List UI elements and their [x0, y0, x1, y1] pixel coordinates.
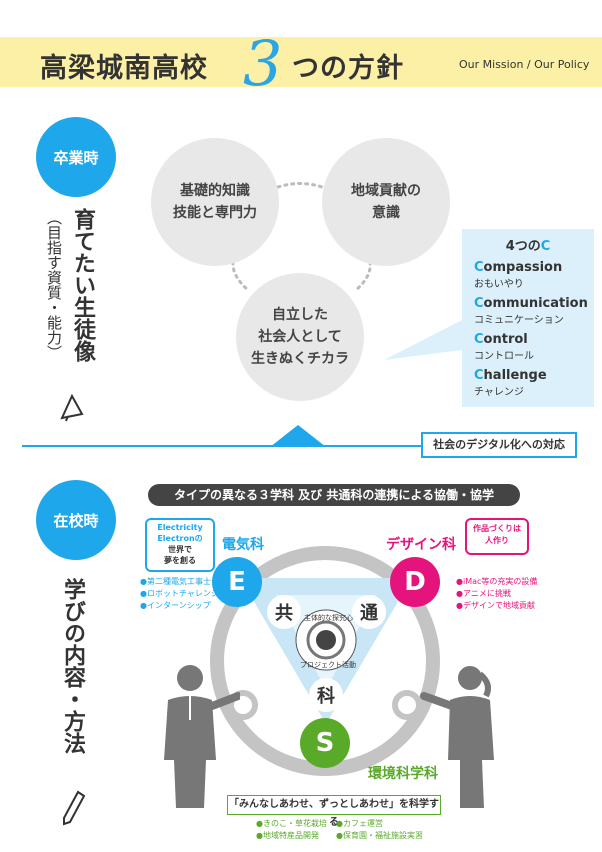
circle-community: 地域貢献の 意識 [322, 138, 450, 266]
env-bullet-3: ●地域特産品開発 [256, 831, 319, 840]
env-bullet-1: ●きのこ・草花栽培 [256, 819, 327, 828]
circle-knowledge: 基礎的知識 技能と専門力 [151, 138, 279, 266]
section2-title: 学びの内容・方法 [60, 578, 85, 754]
four-c-control-sub: コントロール [474, 351, 534, 362]
badge-graduation: 卒業時 [36, 117, 116, 197]
env-slogan-box: 「みんなしあわせ、ずっとしあわせ」を科学する [227, 795, 441, 828]
badge-in-school: 在校時 [36, 480, 116, 560]
circle-independence-text: 自立した 社会人として 生きぬくチカラ [251, 307, 349, 367]
four-c-challenge-sub: チャレンジ [474, 387, 524, 398]
page-subtitle: Our Mission / Our Policy [459, 58, 590, 71]
common-char-2: 通 [352, 595, 386, 629]
electric-bubble: Electricity Electronの 世界で 夢を創る [145, 518, 215, 572]
page-title-left: 高梁城南高校 [40, 53, 208, 84]
circle-independence: 自立した 社会人として 生きぬくチカラ [236, 273, 364, 401]
section-divider [22, 445, 425, 447]
env-icon: S [300, 718, 350, 768]
common-char-3: 科 [309, 678, 343, 712]
section1-title: 育てたい生徒像 [70, 208, 95, 362]
four-c-compassion-sub: おもいやり [474, 279, 524, 290]
digital-society-box: 社会のデジタル化への対応 [421, 432, 577, 458]
design-bubble: 作品づくりは 人作り [465, 518, 529, 555]
page-title-right: つの方針 [292, 53, 404, 84]
env-bullet-2: ●カフェ運営 [336, 819, 383, 828]
env-label: 環境科学科 [368, 766, 438, 782]
megaphone-icon [60, 393, 84, 422]
env-bullet-4: ●保育園・福祉施設実習 [336, 831, 423, 840]
electric-bullet-2: ●ロボットチャレンジ [140, 589, 219, 598]
circle-community-text: 地域貢献の 意識 [351, 183, 421, 221]
speech-pointer [384, 320, 462, 360]
divider-triangle [270, 425, 326, 447]
common-char-1: 共 [267, 595, 301, 629]
circle-knowledge-text: 基礎的知識 技能と専門力 [173, 183, 257, 221]
four-c-control: Control [474, 332, 528, 347]
design-icon: D [390, 557, 440, 607]
page-title-number: 3 [243, 27, 283, 100]
header-band [0, 37, 602, 87]
four-c-box: 4つのC Compassion おもいやり Communication コミュニ… [462, 229, 594, 407]
four-c-title: 4つのC [505, 239, 551, 254]
woman-figure-icon [420, 666, 494, 808]
design-bullet-1: ●iMac等の充実の設備 [456, 577, 538, 586]
center-top-text: 主体的な探究心 [304, 614, 353, 622]
four-c-challenge: Challenge [474, 368, 547, 383]
four-c-communication-sub: コミュニケーション [474, 315, 564, 326]
electric-label: 電気科 [222, 537, 264, 553]
design-label: デザイン科 [386, 537, 456, 553]
electric-icon: E [212, 557, 262, 607]
center-bottom-text: プロジェクト活動 [300, 661, 356, 669]
four-c-communication: Communication [474, 296, 588, 311]
design-bullet-2: ●アニメに挑戦 [456, 589, 511, 598]
electric-bullet-1: ●第二種電気工事士 [140, 577, 211, 586]
pencil-icon [63, 790, 86, 826]
design-bullet-3: ●デザインで地域貢献 [456, 601, 535, 610]
four-c-compassion: Compassion [474, 260, 563, 275]
collaboration-banner: タイプの異なる３学科 及び 共通科の連携による協働・協学 [148, 484, 520, 506]
section1-subtitle: （目指す資質・能力） [45, 210, 63, 360]
electric-bullet-3: ●インターンシップ [140, 601, 211, 610]
man-figure-icon [164, 665, 240, 808]
